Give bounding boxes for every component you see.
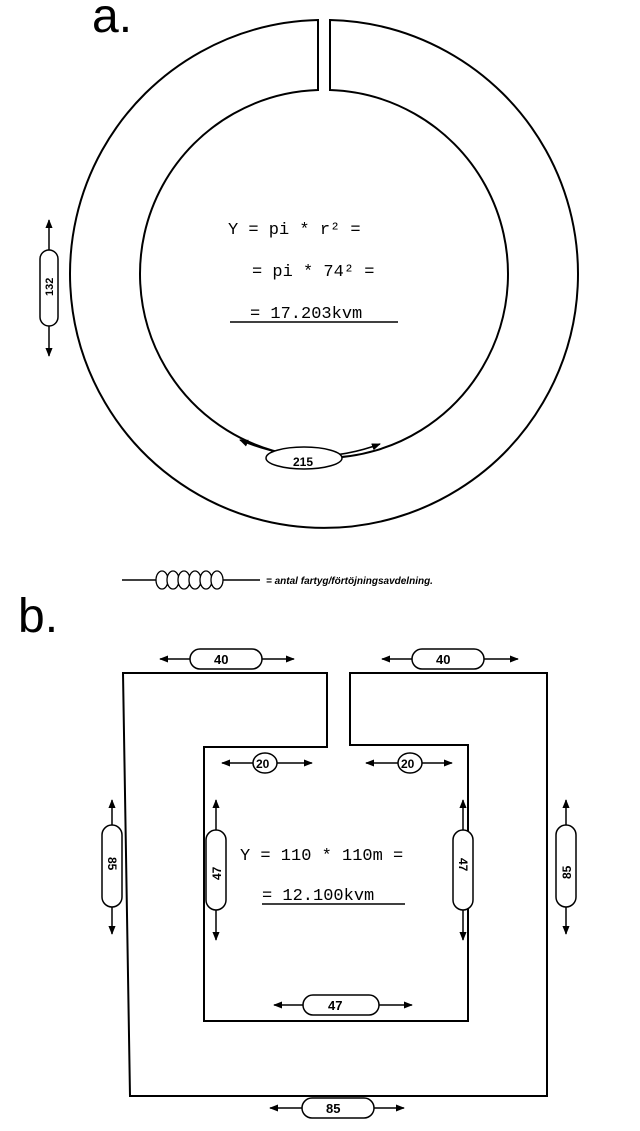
formula-b-line1: Y = 110 * 110m = (240, 847, 403, 866)
outer-ring-berth-marker: 132 (39, 219, 59, 357)
top-left-count: 40 (214, 652, 228, 667)
formula-b-line2: = 12.100kvm (262, 887, 374, 906)
legend-vessel-symbol (155, 570, 224, 590)
inner-left-berth-marker: 47 (205, 799, 227, 941)
outer-ring-count: 132 (44, 278, 56, 296)
panel-a-letter: a. (92, 0, 132, 43)
inner-ring-count: 215 (293, 455, 313, 469)
top-left-berth-marker: 40 (159, 648, 295, 670)
outer-right-berth-marker: 85 (555, 799, 577, 935)
inner-top-left-count: 20 (256, 757, 270, 771)
outer-left-count: 85 (105, 857, 119, 871)
outer-bottom-berth-marker: 85 (269, 1097, 405, 1119)
outer-bottom-count: 85 (326, 1101, 340, 1116)
inner-ring-berth-marker: 215 (239, 439, 381, 470)
inner-bottom-count: 47 (328, 998, 342, 1013)
formula-a-line1: Y = pi * r² = (228, 221, 361, 240)
circular-basin-outline (69, 18, 579, 529)
top-right-berth-marker: 40 (381, 648, 519, 670)
square-basin-outline (121, 672, 548, 1097)
inner-top-right-count: 20 (401, 757, 415, 771)
inner-left-count: 47 (210, 866, 224, 880)
top-right-count: 40 (436, 652, 450, 667)
inner-top-right-berth-marker: 20 (365, 752, 453, 774)
inner-bottom-berth-marker: 47 (273, 994, 413, 1016)
outer-right-count: 85 (560, 865, 574, 879)
inner-right-count: 47 (456, 858, 470, 872)
formula-a-line3: = 17.203kvm (250, 305, 362, 324)
inner-top-left-berth-marker: 20 (221, 752, 313, 774)
legend: = antal fartyg/förtöjningsavdelning. (122, 570, 433, 590)
formula-a-line2: = pi * 74² = (252, 263, 374, 282)
panel-b-letter: b. (18, 590, 58, 643)
legend-text: = antal fartyg/förtöjningsavdelning. (266, 576, 433, 587)
inner-right-berth-marker: 47 (452, 799, 474, 941)
outer-left-berth-marker: 85 (101, 799, 123, 935)
